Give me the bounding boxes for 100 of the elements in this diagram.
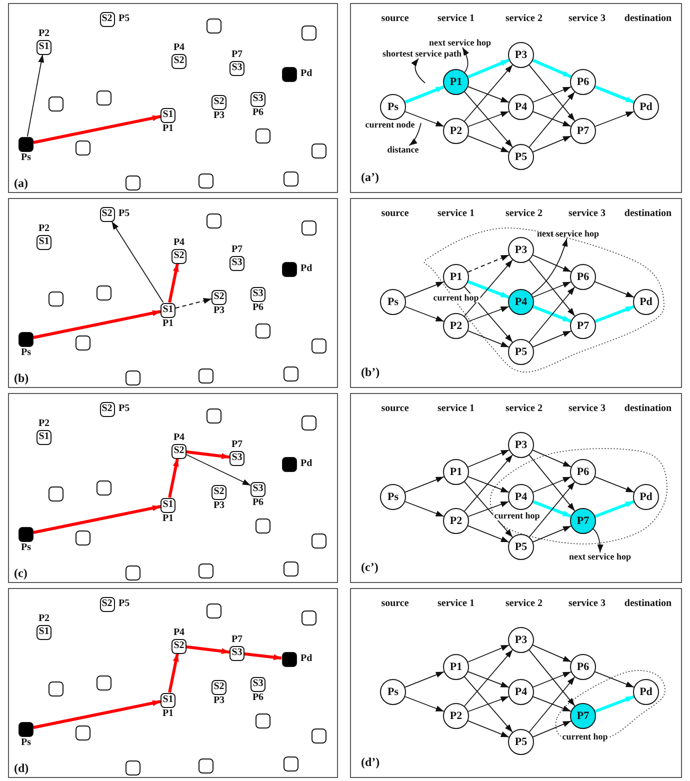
- empty-node-box: [256, 518, 270, 534]
- node-circle: P2: [443, 508, 469, 534]
- arrow: [528, 482, 576, 538]
- arrow: [532, 86, 572, 103]
- arrow: [528, 286, 576, 342]
- column-header: source: [381, 599, 409, 609]
- dashed-arrow: [468, 254, 510, 273]
- arrow: [404, 501, 444, 517]
- panel: [8, 3, 338, 193]
- node-circle: P7: [570, 313, 596, 339]
- arrow: [532, 281, 572, 298]
- node-label: Ps: [21, 152, 31, 162]
- arrow: [468, 280, 510, 299]
- node-label: Pd: [300, 264, 312, 274]
- service-box: S2: [212, 290, 226, 304]
- arrow: [594, 85, 634, 104]
- empty-node-box: [284, 562, 298, 576]
- arrow: [468, 696, 510, 712]
- node-label: P4: [173, 42, 185, 52]
- arrow: [33, 115, 161, 144]
- arrow: [532, 330, 572, 348]
- service-box: S2: [212, 680, 226, 694]
- node-label: P2: [38, 614, 50, 624]
- service-box: S2: [172, 54, 186, 68]
- service-box: S2: [212, 94, 226, 110]
- node-circle: P5: [508, 339, 534, 365]
- node-circle: P3: [508, 432, 534, 458]
- node-circle: Ps: [380, 94, 406, 120]
- empty-node-box: [302, 610, 316, 626]
- empty-node-box: [96, 286, 112, 300]
- service-box: S3: [250, 676, 266, 692]
- arrow: [594, 476, 634, 493]
- dashed-arrow: [175, 298, 212, 309]
- arrow: [464, 91, 513, 148]
- service-box: S1: [36, 624, 52, 640]
- column-header: service 1: [438, 209, 474, 219]
- node-circle: P3: [508, 627, 534, 653]
- arrow: [168, 458, 179, 498]
- service-box: S2: [172, 248, 186, 264]
- panel-label: (c): [14, 567, 28, 579]
- arrow: [528, 650, 576, 706]
- node-label: Pd: [300, 654, 312, 664]
- node-label: P2: [38, 28, 50, 38]
- node-circle: Pd: [633, 679, 659, 705]
- arrow: [467, 58, 510, 78]
- column-header: service 3: [568, 14, 606, 24]
- column-header: source: [381, 404, 409, 414]
- service-box: S2: [212, 484, 226, 500]
- column-header: source: [381, 209, 409, 219]
- empty-node-box: [198, 564, 214, 578]
- leader-arrow: [462, 47, 469, 73]
- node-label: Ps: [21, 542, 31, 552]
- service-box: S2: [100, 206, 114, 222]
- empty-node-box: [48, 486, 64, 502]
- column-header: destination: [624, 14, 672, 24]
- arrow: [404, 306, 444, 322]
- arrow: [532, 720, 572, 738]
- node-circle: P6: [570, 654, 596, 680]
- arrow: [532, 111, 572, 127]
- node-circle: P2: [443, 118, 469, 144]
- service-box: S2: [172, 444, 186, 458]
- node-circle: P5: [508, 144, 534, 170]
- empty-node-box: [312, 534, 326, 548]
- node-circle: P3: [508, 237, 534, 263]
- column-header: service 2: [506, 209, 542, 219]
- empty-node-box: [96, 676, 112, 690]
- arrow: [404, 111, 444, 127]
- annotation-text: current hop: [493, 512, 541, 520]
- column-header: source: [381, 14, 409, 24]
- service-box: S1: [160, 498, 176, 512]
- node-circle: P7: [570, 118, 596, 144]
- arrow: [244, 652, 282, 660]
- node-label: P3: [213, 306, 225, 316]
- arrow: [468, 86, 510, 103]
- empty-node-box: [76, 140, 90, 156]
- panel: [8, 198, 338, 388]
- node-label: P1: [162, 708, 174, 718]
- arrow: [468, 525, 510, 543]
- arrow: [528, 260, 576, 316]
- node-label: P6: [252, 108, 264, 118]
- arrow: [468, 501, 510, 517]
- panel-label: (a): [14, 177, 28, 189]
- node-circle: P1: [443, 459, 469, 485]
- node-circle: P6: [570, 459, 596, 485]
- empty-node-box: [96, 480, 112, 496]
- empty-node-box: [206, 408, 222, 424]
- panel-label: (d’): [361, 756, 380, 768]
- node-label: P1: [162, 318, 174, 328]
- panel-label: (d): [14, 762, 29, 774]
- empty-node-box: [312, 338, 326, 354]
- annotation-text: next service hop: [537, 230, 599, 238]
- column-header: service 3: [568, 209, 606, 219]
- leader-arrow: [412, 58, 426, 84]
- node-label: P7: [231, 244, 243, 254]
- service-box: S3: [250, 92, 266, 106]
- arrow: [404, 281, 444, 298]
- panel-label: (b): [14, 372, 29, 384]
- column-header: destination: [624, 599, 672, 609]
- empty-node-box: [312, 728, 326, 744]
- empty-node-box: [284, 172, 298, 186]
